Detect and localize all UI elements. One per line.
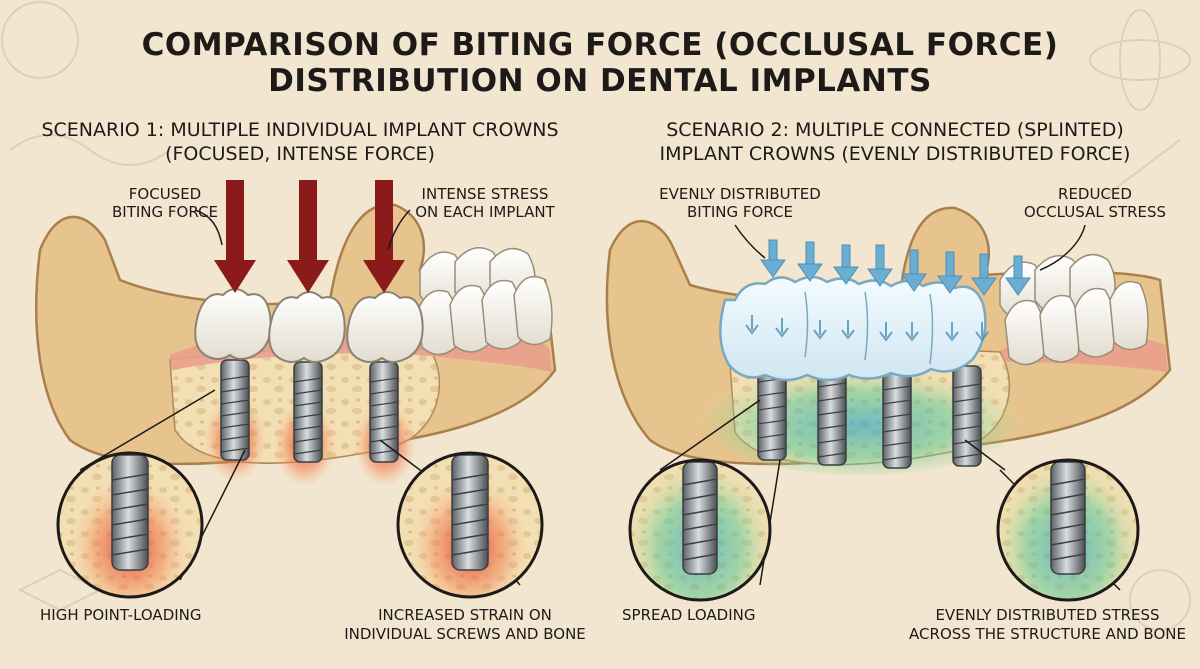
right-implant-2 (817, 364, 847, 466)
blue-arrow-2 (797, 241, 823, 282)
left-magnifier-2 (396, 451, 544, 599)
increased-strain-label-2: INDIVIDUAL SCREWS AND BONE (344, 625, 586, 643)
right-magnifier-2 (996, 458, 1140, 602)
blue-arrow-6 (937, 251, 963, 294)
right-implant-3 (882, 367, 912, 469)
blue-arrow-7 (971, 253, 997, 296)
scenario2-heading-line-2: IMPLANT CROWNS (EVENLY DISTRIBUTED FORCE… (659, 143, 1131, 165)
right-implant-4 (952, 365, 982, 467)
evenly-force-label-2: BITING FORCE (687, 203, 793, 221)
blue-arrow-5 (901, 249, 927, 292)
intense-stress-label-1: INTENSE STRESS (421, 185, 549, 203)
blue-arrow-8 (1005, 255, 1031, 296)
left-implants (194, 288, 424, 463)
evenly-force-label-1: EVENLY DISTRIBUTED (659, 185, 821, 203)
scenario1-heading-line-2: (FOCUSED, INTENSE FORCE) (165, 143, 435, 165)
blue-arrow-4 (867, 244, 893, 287)
reduced-stress-label-2: OCCLUSAL STRESS (1023, 203, 1167, 221)
spread-loading-label: SPREAD LOADING (622, 606, 756, 624)
evenly-distributed-stress-label-2: ACROSS THE STRUCTURE AND BONE (909, 625, 1186, 643)
title-line-1: COMPARISON OF BITING FORCE (OCCLUSAL FOR… (141, 27, 1059, 63)
background-sketches (1, 1, 1191, 631)
left-implant-3 (346, 291, 424, 463)
focused-force-arrows (214, 180, 405, 293)
left-magnifier-1 (56, 451, 204, 599)
intense-stress-label-2: ON EACH IMPLANT (415, 203, 555, 221)
scenario2-heading-line-1: SCENARIO 2: MULTIPLE CONNECTED (SPLINTED… (666, 119, 1124, 141)
blue-arrow-3 (833, 244, 859, 285)
focused-force-label-1: FOCUSED (128, 185, 202, 203)
scenario1-heading-line-1: SCENARIO 1: MULTIPLE INDIVIDUAL IMPLANT … (41, 119, 559, 141)
right-magnifier-1 (628, 458, 772, 602)
force-arrow-2 (287, 180, 329, 293)
high-point-loading-label: HIGH POINT-LOADING (40, 606, 202, 624)
left-implant-2 (268, 291, 346, 463)
increased-strain-label-1: INCREASED STRAIN ON (378, 606, 552, 624)
left-implant-1 (194, 288, 272, 461)
title-line-2: DISTRIBUTION ON DENTAL IMPLANTS (268, 63, 932, 99)
reduced-stress-label-1: REDUCED (1058, 185, 1132, 203)
force-arrow-1 (214, 180, 256, 293)
distributed-force-arrows (745, 239, 1031, 342)
evenly-distributed-stress-label-1: EVENLY DISTRIBUTED STRESS (935, 606, 1160, 624)
blue-arrow-1 (760, 239, 786, 278)
force-arrow-3 (363, 180, 405, 293)
splinted-crown-bridge (719, 275, 987, 382)
focused-force-label-2: BITING FORCE (112, 203, 218, 221)
